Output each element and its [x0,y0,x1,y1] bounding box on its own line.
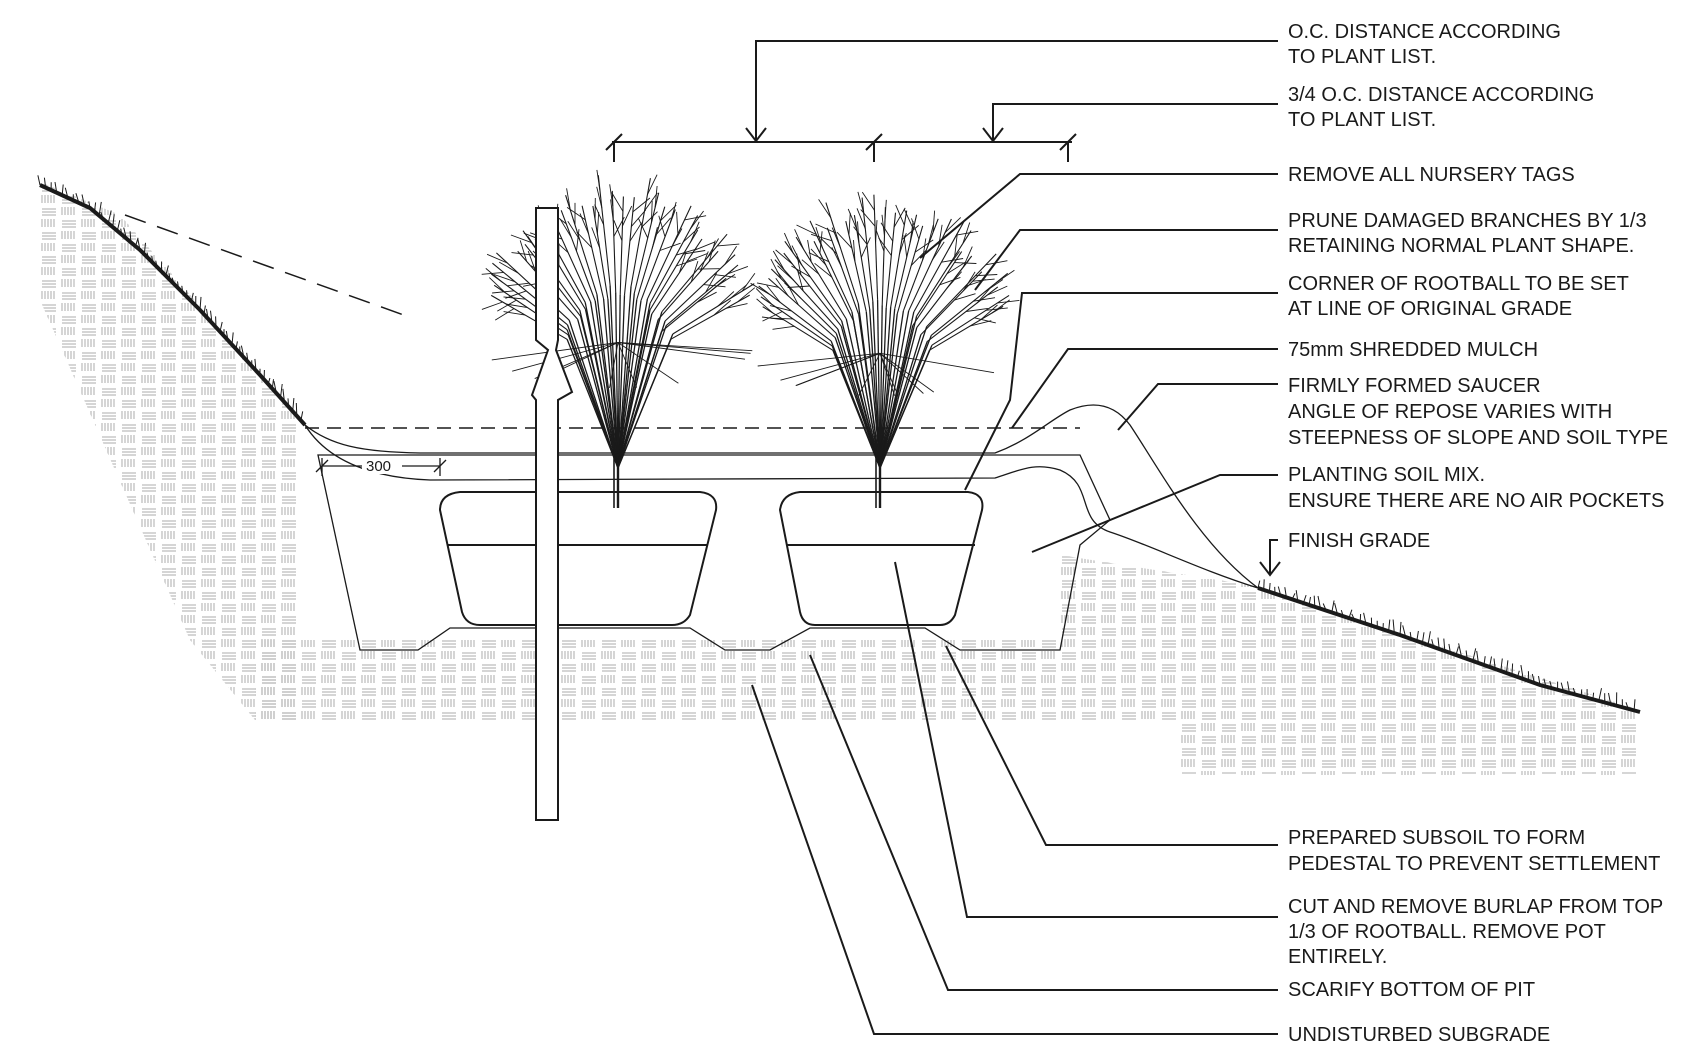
shrub-right [750,191,1020,508]
break-line [530,207,574,821]
label-remove-tags: REMOVE ALL NURSERY TAGS [1288,164,1575,186]
undisturbed-subgrade [255,640,1180,720]
rootball-right [778,491,984,626]
leader-lines [745,40,1281,1035]
label-scarify: SCARIFY BOTTOM OF PIT [1288,979,1535,1001]
grass-right [1257,586,1641,714]
dimension-300: 300 [366,458,391,475]
subgrade-left-slope [40,182,300,720]
grass-right-tufts [1257,579,1636,711]
rootball-left [438,491,718,626]
label-soil-mix: PLANTING SOIL MIX.ENSURE THERE ARE NO AI… [1288,464,1664,512]
edge-offset-dimension: 300 [315,456,447,476]
label-mulch: 75mm SHREDDED MULCH [1288,339,1538,361]
label-subgrade: UNDISTURBED SUBGRADE [1288,1024,1550,1046]
label-finish-grade: FINISH GRADE [1288,530,1430,552]
slope-projection-line [124,214,413,319]
shrub-left [481,169,756,508]
oc-dimension-line [605,133,1077,162]
planting-soil-mix [317,454,1111,651]
subgrade-right-slope [1060,555,1640,775]
grass-left-tufts [37,175,304,421]
